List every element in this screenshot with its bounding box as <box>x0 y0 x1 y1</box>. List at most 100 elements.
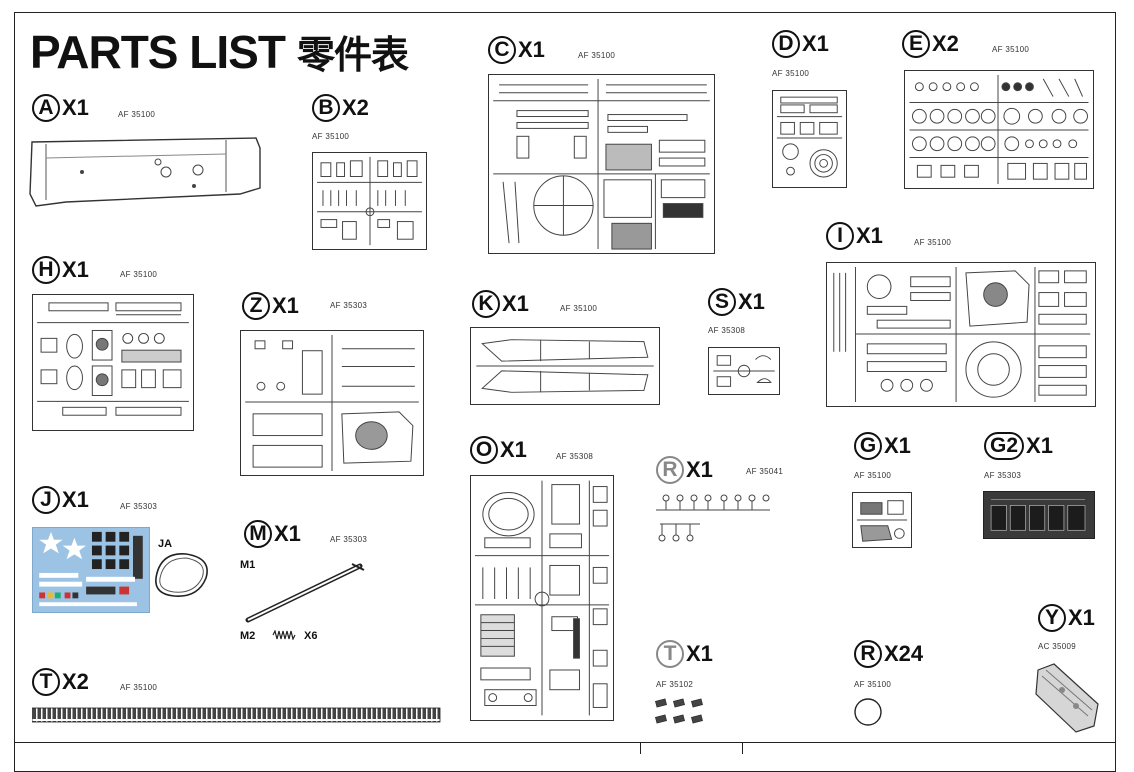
sheet-z-code: AF 35303 <box>330 301 368 310</box>
sheet-h-label: H X1 <box>32 256 89 284</box>
sheet-k-qty: X1 <box>502 291 529 316</box>
sheet-y-resin-part <box>1035 663 1099 733</box>
footer-divider <box>742 742 743 754</box>
sheet-c-label: C X1 <box>488 36 545 64</box>
sheet-z-sprue <box>240 330 424 476</box>
sheet-d-qty: X1 <box>802 31 829 56</box>
sheet-g-code: AF 35100 <box>854 471 892 480</box>
sheet-a-qty: X1 <box>62 95 89 120</box>
sheet-y-qty: X1 <box>1068 605 1095 630</box>
sheet-t1-letter: T <box>32 668 60 696</box>
sheet-j-code: AF 35303 <box>120 502 158 511</box>
sheet-t2-letter: T <box>656 640 684 668</box>
sheet-j-letter: J <box>32 486 60 514</box>
sheet-i-label: I X1 <box>826 222 883 250</box>
sheet-a-code: AF 35100 <box>118 110 156 119</box>
sheet-g-sprue <box>852 492 912 548</box>
sheet-i-letter: I <box>826 222 854 250</box>
sheet-c-code: AF 35100 <box>578 51 616 60</box>
sheet-r2-code: AF 35100 <box>854 680 892 689</box>
sheet-r1-letter: R <box>656 456 684 484</box>
sheet-b-letter: B <box>312 94 340 122</box>
sheet-j-decal <box>32 527 150 613</box>
sheet-s-qty: X1 <box>738 289 765 314</box>
sheet-r1-label: R X1 <box>656 456 713 484</box>
sheet-k-code: AF 35100 <box>560 304 598 313</box>
sheet-s-letter: S <box>708 288 736 316</box>
sheet-r1-qty: X1 <box>686 457 713 482</box>
sheet-b-qty: X2 <box>342 95 369 120</box>
sheet-s-sprue <box>708 347 780 395</box>
title-cn: 零件表 <box>296 33 409 77</box>
sheet-h-code: AF 35100 <box>120 270 158 279</box>
sheet-o-qty: X1 <box>500 437 527 462</box>
sheet-m-letter: M <box>244 520 272 548</box>
m2-label: M2 <box>240 630 256 642</box>
footer-line <box>14 742 1116 743</box>
sheet-o-letter: O <box>470 436 498 464</box>
sheet-g2-code: AF 35303 <box>984 471 1022 480</box>
sheet-e-code: AF 35100 <box>992 45 1030 54</box>
sheet-t1-code: AF 35100 <box>120 683 158 692</box>
sheet-m-code: AF 35303 <box>330 535 368 544</box>
sheet-g-letter: G <box>854 432 882 460</box>
title-en: PARTS LIST <box>30 26 286 78</box>
sheet-r2-letter: R <box>854 640 882 668</box>
sheet-b-label: B X2 <box>312 94 369 122</box>
sheet-b-sprue <box>312 152 427 250</box>
sheet-r2-label: R X24 <box>854 640 923 668</box>
ja-label: JA <box>158 538 173 550</box>
sheet-c-qty: X1 <box>518 37 545 62</box>
sheet-r1-code: AF 35041 <box>746 467 784 476</box>
sheet-e-sprue <box>904 70 1094 189</box>
sheet-t1-label: T X2 <box>32 668 89 696</box>
sheet-c-letter: C <box>488 36 516 64</box>
sheet-j-qty: X1 <box>62 487 89 512</box>
sheet-t2-label: T X1 <box>656 640 713 668</box>
sheet-g2-photoetch <box>983 491 1095 539</box>
page-title: PARTS LIST 零件表 <box>30 24 409 79</box>
parts-list-page: PARTS LIST 零件表 A X1 AF 35100 B X2 AF 351… <box>14 12 1116 772</box>
sheet-h-letter: H <box>32 256 60 284</box>
sheet-s-code: AF 35308 <box>708 326 746 335</box>
sheet-r2-qty: X24 <box>884 641 924 666</box>
sheet-o-code: AF 35308 <box>556 452 594 461</box>
sheet-d-letter: D <box>772 30 800 58</box>
sheet-e-qty: X2 <box>932 31 959 56</box>
sheet-r1-sprue <box>656 494 770 542</box>
sheet-t1-qty: X2 <box>62 669 89 694</box>
m1-label: M1 <box>240 559 256 571</box>
sheet-h-sprue <box>32 294 194 431</box>
sheet-o-sprue <box>470 475 614 721</box>
x6-label: X6 <box>304 630 318 642</box>
m2-spring-part <box>272 630 296 640</box>
sheet-g-qty: X1 <box>884 433 911 458</box>
sheet-y-label: Y X1 <box>1038 604 1095 632</box>
sheet-a-letter: A <box>32 94 60 122</box>
sheet-a-hull-part <box>29 137 261 207</box>
sheet-j-label: J X1 <box>32 486 89 514</box>
sheet-r2-ring-part <box>854 698 882 726</box>
sheet-k-letter: K <box>472 290 500 318</box>
sheet-g2-qty: X1 <box>1026 433 1053 458</box>
sheet-d-label: D X1 <box>772 30 829 58</box>
sheet-t1-track <box>32 707 441 723</box>
sheet-g-label: G X1 <box>854 432 911 460</box>
sheet-k-label: K X1 <box>472 290 529 318</box>
sheet-t2-track-links <box>655 698 703 724</box>
sheet-i-qty: X1 <box>856 223 883 248</box>
m1-barrel-part <box>245 563 365 623</box>
sheet-m-label: M X1 <box>244 520 301 548</box>
sheet-i-code: AF 35100 <box>914 238 952 247</box>
sheet-g2-letter: G2 <box>984 432 1025 460</box>
sheet-m-qty: X1 <box>274 521 301 546</box>
sheet-z-label: Z X1 <box>242 292 299 320</box>
sheet-h-qty: X1 <box>62 257 89 282</box>
sheet-e-letter: E <box>902 30 930 58</box>
sheet-t2-code: AF 35102 <box>656 680 694 689</box>
sheet-i-sprue <box>826 262 1096 407</box>
sheet-z-qty: X1 <box>272 293 299 318</box>
sheet-s-label: S X1 <box>708 288 765 316</box>
sheet-z-letter: Z <box>242 292 270 320</box>
ja-ring-part <box>155 553 208 597</box>
